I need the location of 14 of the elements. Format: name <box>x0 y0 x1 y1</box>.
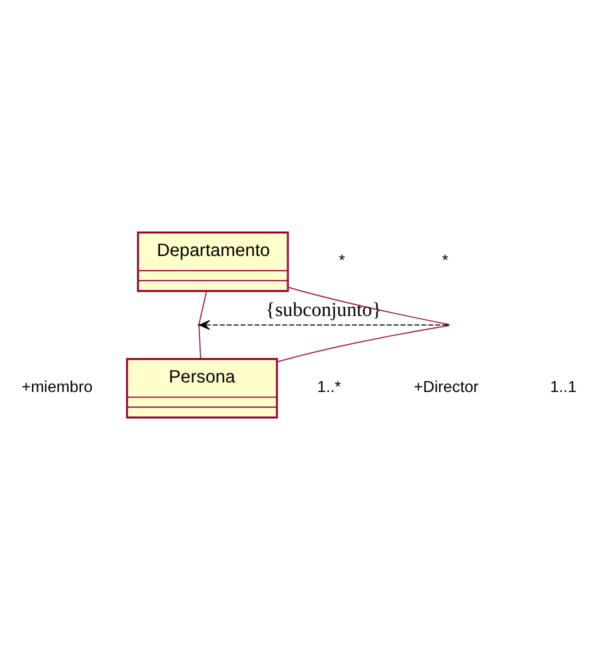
connector <box>277 325 449 362</box>
connector <box>198 291 207 325</box>
edge-label: {subconjunto} <box>266 299 382 322</box>
label: * <box>338 252 346 270</box>
label: 1..* <box>317 379 341 396</box>
label: +Director <box>414 379 479 396</box>
node-point <box>198 324 200 326</box>
label: 1..1 <box>550 379 577 396</box>
connector <box>198 325 202 359</box>
node-point <box>446 324 450 326</box>
arrow <box>199 320 448 330</box>
label: +miembro <box>22 379 93 396</box>
connector <box>288 286 449 325</box>
label: * <box>442 252 448 270</box>
